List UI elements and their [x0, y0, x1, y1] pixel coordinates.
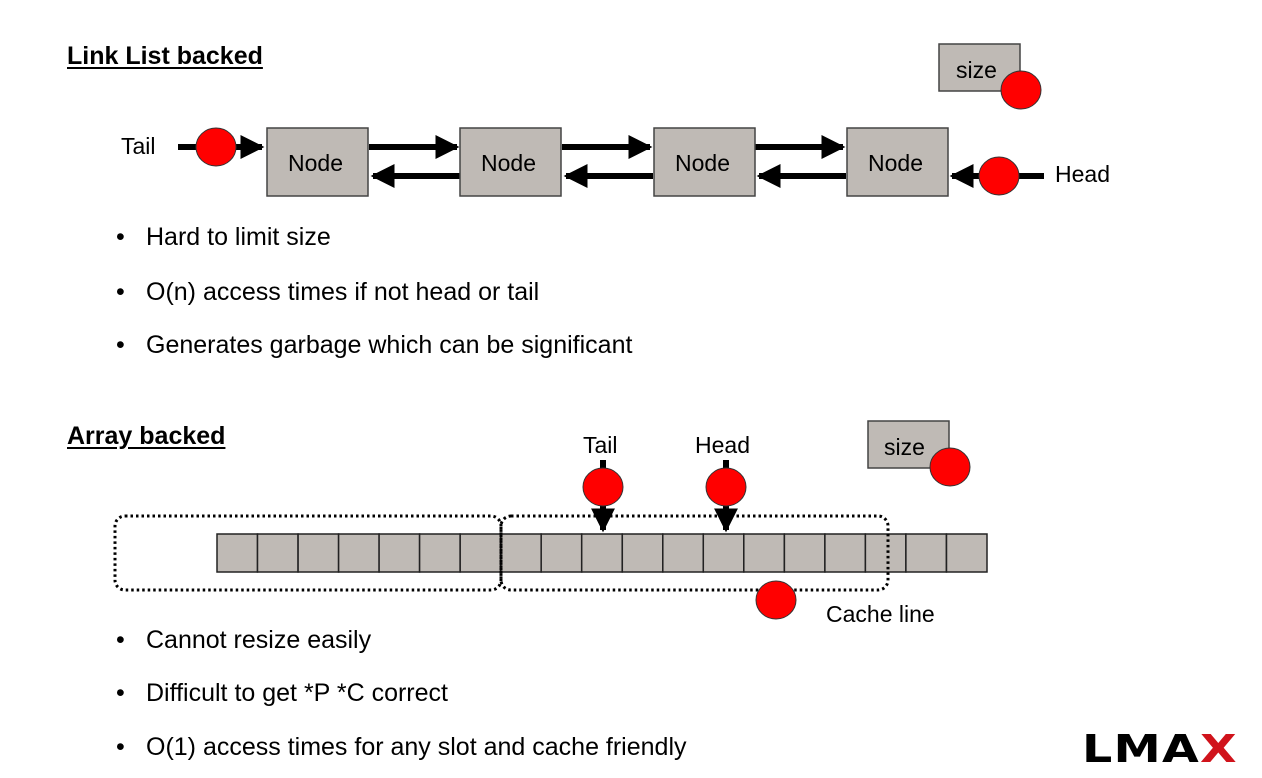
bullet-text: Cannot resize easily — [146, 626, 372, 654]
list-item: • O(n) access times if not head or tail — [116, 278, 539, 307]
array-tail-label: Tail — [583, 432, 618, 458]
array-slot — [702, 533, 745, 573]
ll-links — [369, 135, 846, 188]
bullet-text: Difficult to get *P *C correct — [146, 679, 448, 707]
array-slot — [499, 533, 542, 573]
ll-node — [653, 127, 756, 197]
ll-size-box — [938, 43, 1042, 110]
bullet-icon: • — [116, 278, 125, 306]
bullet-text: O(1) access times for any slot and cache… — [146, 733, 687, 761]
array-slot — [540, 533, 583, 573]
array-head-pointer — [705, 460, 747, 533]
list-item: • O(1) access times for any slot and cach… — [116, 733, 687, 762]
ll-head-pointer — [949, 156, 1044, 196]
array-slot — [783, 533, 826, 573]
ll-size-label: size — [956, 57, 997, 83]
logo-accent-text: X — [1200, 727, 1238, 771]
bullet-text: O(n) access times if not head or tail — [146, 278, 540, 306]
ll-tail-label: Tail — [121, 133, 156, 159]
array-slot — [743, 533, 786, 573]
ll-size-rect — [938, 43, 1021, 92]
array-head-marker-dot — [705, 467, 747, 507]
array-slots — [216, 533, 988, 573]
ll-node-label: Node — [481, 150, 536, 176]
array-slot — [418, 533, 461, 573]
array-slot — [864, 533, 907, 573]
array-slot — [459, 533, 502, 573]
array-size-box — [867, 420, 971, 487]
cache-line-region — [499, 514, 890, 592]
ll-tail-marker-dot — [195, 127, 237, 167]
array-slot — [945, 533, 988, 573]
cache-line-marker-dot — [755, 580, 797, 620]
array-slot — [256, 533, 299, 573]
array-slot — [216, 533, 259, 573]
ll-node — [266, 127, 369, 197]
bullet-icon: • — [116, 626, 125, 654]
array-heading: Array backed — [67, 422, 226, 450]
logo-main-text: LMA — [1082, 727, 1201, 771]
array-slot — [297, 533, 340, 573]
array-slot — [662, 533, 705, 573]
ll-size-marker-dot — [1000, 70, 1042, 110]
array-tail-pointer — [582, 460, 624, 533]
bullet-icon: • — [116, 331, 125, 359]
lmax-logo: LMAX — [1082, 727, 1238, 771]
bullet-icon: • — [116, 679, 125, 707]
bullet-text: Generates garbage which can be significa… — [146, 331, 633, 359]
ll-node-label: Node — [288, 150, 343, 176]
bullet-text: Hard to limit size — [146, 223, 331, 251]
list-item: • Cannot resize easily — [116, 626, 371, 655]
array-slot — [621, 533, 664, 573]
ll-nodes — [266, 127, 949, 197]
linked-list-heading: Link List backed — [67, 42, 263, 70]
cache-line-region — [113, 514, 503, 592]
list-item: • Generates garbage which can be signific… — [116, 331, 632, 360]
cache-line-label: Cache line — [826, 601, 935, 627]
ll-node — [846, 127, 949, 197]
array-size-label: size — [884, 434, 925, 460]
array-size-marker-dot — [929, 447, 971, 487]
ll-node-label: Node — [675, 150, 730, 176]
array-slot — [337, 533, 380, 573]
ll-head-marker-dot — [978, 156, 1020, 196]
ll-head-label: Head — [1055, 161, 1110, 187]
ll-node — [459, 127, 562, 197]
list-item: • Hard to limit size — [116, 223, 331, 252]
bullet-icon: • — [116, 733, 125, 761]
array-slot — [378, 533, 421, 573]
array-tail-marker-dot — [582, 467, 624, 507]
array-slot — [824, 533, 867, 573]
array-slot — [580, 533, 623, 573]
ll-node-label: Node — [868, 150, 923, 176]
array-slot — [905, 533, 948, 573]
list-item: • Difficult to get *P *C correct — [116, 679, 448, 708]
array-head-label: Head — [695, 432, 750, 458]
ll-tail-pointer — [178, 127, 265, 167]
bullet-icon: • — [116, 223, 125, 251]
